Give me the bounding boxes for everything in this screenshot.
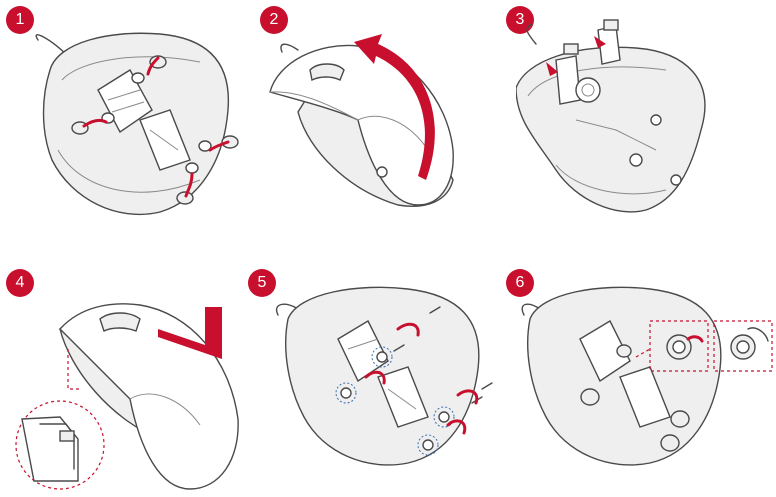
- arrow-foot-top: [146, 56, 160, 76]
- step-6-badge: 6: [506, 269, 534, 297]
- screw-1: [429, 306, 441, 314]
- step-3-badge: 3: [506, 6, 534, 34]
- step-5-panel: 5: [248, 249, 516, 497]
- push-shell-arrow: [158, 307, 222, 359]
- step-2-badge: 2: [260, 6, 288, 34]
- step-5-illustration: [275, 286, 493, 466]
- screw-arrow-1: [396, 322, 420, 337]
- lift-shell-arrow: [354, 34, 435, 180]
- step-1-illustration: [35, 32, 239, 216]
- step-6-illustration: [521, 286, 773, 466]
- step-4-panel: 4: [0, 249, 258, 497]
- step-3-panel: 3: [506, 0, 774, 248]
- foot-bottom: [176, 191, 194, 205]
- step-4-badge: 4: [6, 269, 34, 297]
- step-1-panel: 1: [0, 0, 258, 248]
- detail-circle: [15, 400, 105, 490]
- foot-top: [149, 55, 167, 69]
- step-4-illustration: [15, 303, 239, 490]
- step-3-illustration: [516, 19, 706, 213]
- step-1-badge: 1: [6, 6, 34, 34]
- switch-left: [555, 55, 581, 105]
- step-2-panel: 2: [258, 0, 516, 248]
- foot-right: [221, 135, 239, 149]
- step-6-panel: 6: [506, 249, 774, 497]
- step-5-badge: 5: [248, 269, 276, 297]
- step-2-illustration: [269, 34, 454, 207]
